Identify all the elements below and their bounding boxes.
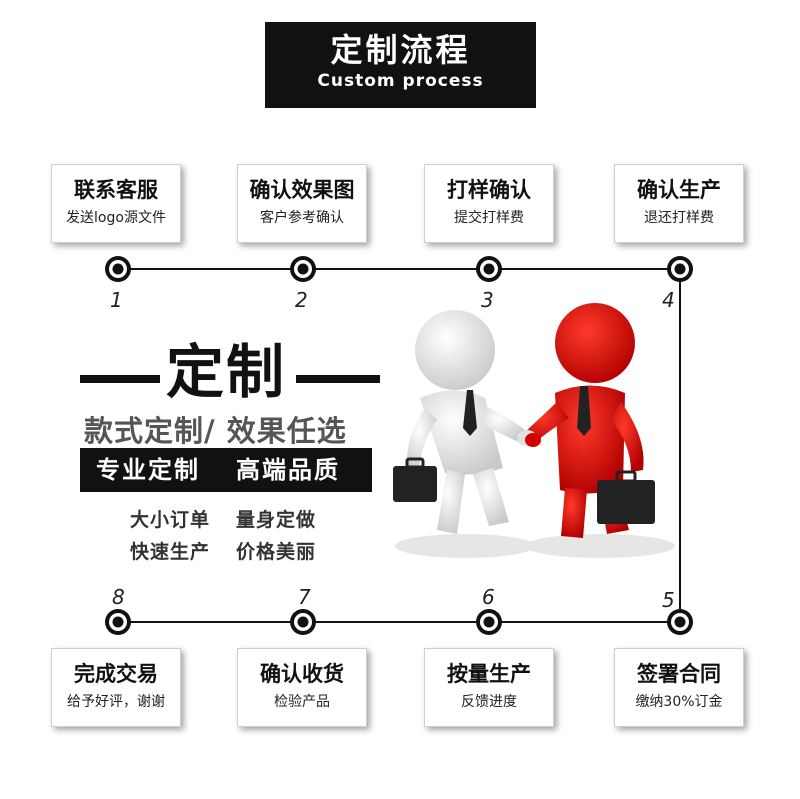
step-title: 联系客服 bbox=[74, 178, 158, 202]
step-title: 完成交易 bbox=[74, 662, 158, 686]
step-number-3: 3 bbox=[481, 288, 494, 312]
node-6 bbox=[476, 609, 502, 635]
step-number-5: 5 bbox=[662, 588, 675, 612]
step-box-1: 联系客服 发送logo源文件 bbox=[51, 164, 181, 243]
step-number-2: 2 bbox=[295, 288, 308, 312]
step-title: 确认效果图 bbox=[249, 178, 355, 202]
step-title: 签署合同 bbox=[637, 662, 721, 686]
step-box-6: 按量生产 反馈进度 bbox=[424, 648, 554, 727]
node-8 bbox=[105, 609, 131, 635]
band-left-text: 专业定制 bbox=[96, 456, 200, 484]
step-title: 打样确认 bbox=[447, 178, 531, 202]
header-title: 定制流程 bbox=[330, 31, 471, 69]
step-box-3: 打样确认 提交打样费 bbox=[424, 164, 554, 243]
step-desc: 检验产品 bbox=[274, 694, 330, 710]
step-title: 确认收货 bbox=[260, 662, 344, 686]
red-figure bbox=[525, 303, 655, 538]
step-number-6: 6 bbox=[482, 585, 495, 609]
step-desc: 给予好评，谢谢 bbox=[67, 694, 165, 710]
header-subtitle: Custom process bbox=[317, 71, 484, 91]
handshake-illustration bbox=[393, 303, 675, 558]
feature-item: 价格美丽 bbox=[236, 541, 317, 563]
step-box-2: 确认效果图 客户参考确认 bbox=[237, 164, 367, 243]
feature-item: 量身定做 bbox=[236, 509, 317, 531]
process-header: 定制流程 Custom process bbox=[265, 22, 536, 108]
node-2 bbox=[290, 256, 316, 282]
step-title: 按量生产 bbox=[447, 662, 531, 686]
node-3 bbox=[476, 256, 502, 282]
step-number-4: 4 bbox=[662, 288, 675, 312]
step-desc: 反馈进度 bbox=[461, 694, 517, 710]
step-box-8: 完成交易 给予好评，谢谢 bbox=[51, 648, 181, 727]
promo-band: 专业定制 高端品质 bbox=[80, 448, 372, 492]
step-title: 确认生产 bbox=[637, 178, 721, 202]
step-box-4: 确认生产 退还打样费 bbox=[614, 164, 744, 243]
step-number-7: 7 bbox=[298, 585, 311, 609]
step-desc: 提交打样费 bbox=[454, 210, 524, 226]
node-7 bbox=[290, 609, 316, 635]
step-desc: 缴纳30%订金 bbox=[635, 694, 723, 710]
node-5 bbox=[667, 609, 693, 635]
title-dash-right bbox=[296, 375, 380, 383]
promo-subtitle: 款式定制/ 效果任选 bbox=[84, 414, 347, 448]
promo-title-block: 定制 bbox=[80, 338, 380, 408]
step-number-1: 1 bbox=[110, 288, 123, 312]
band-right-text: 高端品质 bbox=[236, 456, 340, 484]
step-desc: 发送logo源文件 bbox=[66, 210, 166, 226]
title-dash-left bbox=[80, 375, 160, 383]
step-desc: 退还打样费 bbox=[644, 210, 714, 226]
feature-item: 快速生产 bbox=[130, 541, 211, 563]
step-desc: 客户参考确认 bbox=[260, 210, 344, 226]
node-1 bbox=[105, 256, 131, 282]
promo-title: 定制 bbox=[166, 338, 287, 406]
step-number-8: 8 bbox=[112, 585, 125, 609]
white-figure bbox=[393, 310, 525, 534]
feature-item: 大小订单 bbox=[130, 509, 211, 531]
node-4 bbox=[667, 256, 693, 282]
step-box-7: 确认收货 检验产品 bbox=[237, 648, 367, 727]
step-box-5: 签署合同 缴纳30%订金 bbox=[614, 648, 744, 727]
